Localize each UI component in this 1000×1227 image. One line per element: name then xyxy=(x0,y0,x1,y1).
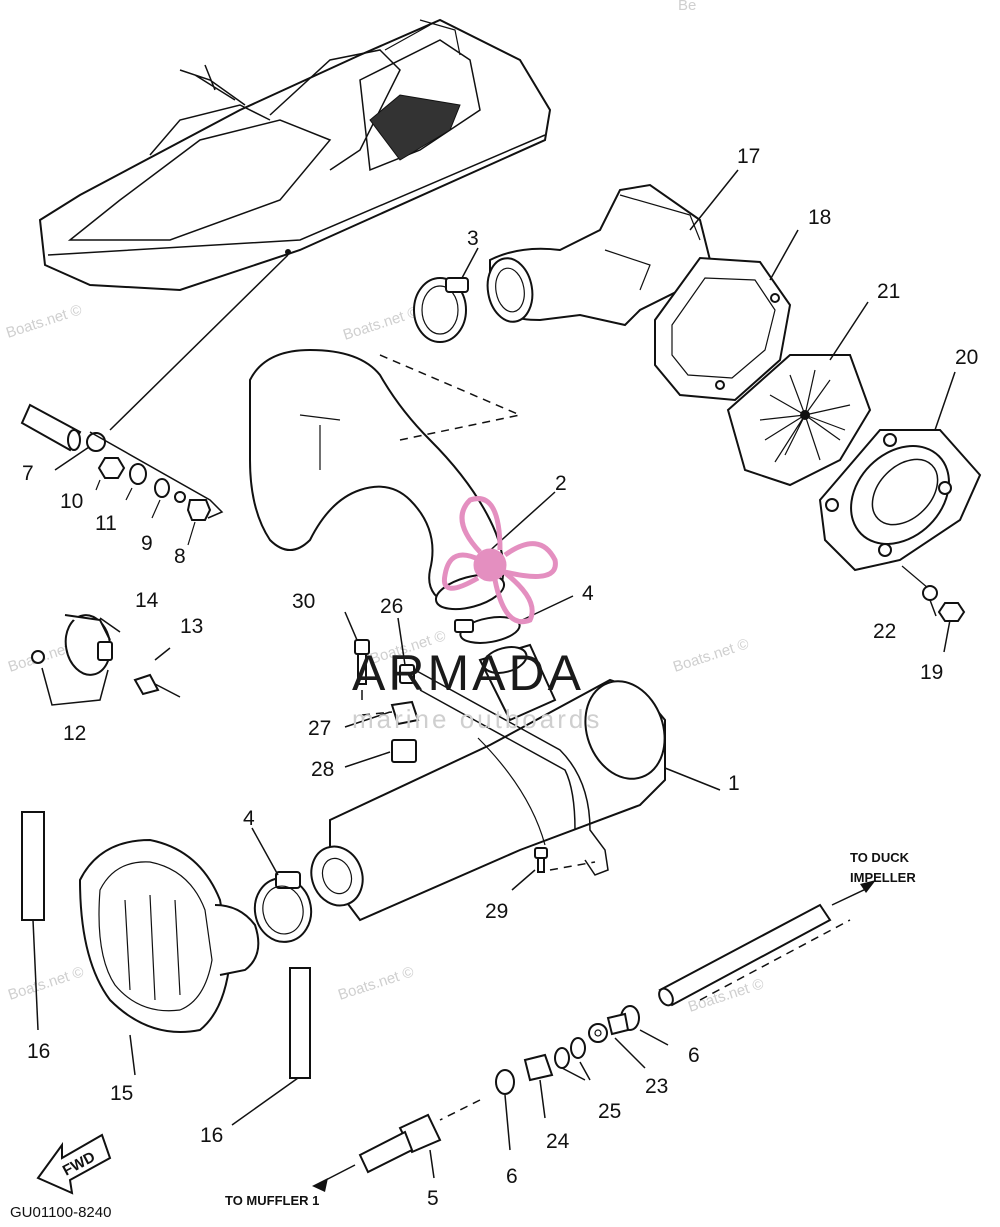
callout-20: 20 xyxy=(955,346,978,369)
callout-11: 11 xyxy=(95,512,117,535)
watermark-top: Be xyxy=(678,0,696,14)
fwd-arrow-icon: FWD xyxy=(36,1133,112,1195)
callout-22: 22 xyxy=(873,620,896,643)
callout-16: 16 xyxy=(200,1124,223,1147)
note-to-duck-line2: IMPELLER xyxy=(850,870,916,885)
callout-25: 25 xyxy=(598,1100,621,1123)
callout-2: 2 xyxy=(555,472,567,495)
watermark: Boats.net © xyxy=(6,963,86,1003)
muffler-1 xyxy=(310,643,721,922)
callout-5: 5 xyxy=(427,1187,439,1210)
callout-15: 15 xyxy=(110,1082,133,1105)
callout-18: 18 xyxy=(808,206,831,229)
callout-1: 1 xyxy=(728,772,740,795)
callout-9: 9 xyxy=(141,532,153,555)
bracket-hardware xyxy=(354,639,420,763)
brand-logo: ARMADA marine outboards xyxy=(352,496,602,734)
rubber-boot-15 xyxy=(78,838,260,1076)
watermark: Boats.net © xyxy=(336,963,416,1003)
callout-10: 10 xyxy=(60,490,83,513)
hose-clamp-4-upper xyxy=(454,616,521,644)
brand-name: ARMADA xyxy=(352,645,584,701)
gasket-18 xyxy=(654,256,792,402)
callout-6: 6 xyxy=(506,1165,518,1188)
note-to-muffler: TO MUFFLER 1 xyxy=(225,1193,319,1208)
mount-point-icon xyxy=(285,249,291,255)
callout-29: 29 xyxy=(485,900,508,923)
callout-21: 21 xyxy=(877,280,900,303)
nut-19 xyxy=(937,602,966,622)
watermark: Boats.net © xyxy=(341,303,421,343)
callout-labels: 1 2 3 4 4 5 6 6 7 8 9 10 11 12 13 14 15 … xyxy=(22,145,978,1210)
propeller-logo-icon xyxy=(441,496,558,624)
callout-19: 19 xyxy=(920,661,943,684)
clamp-set-12-14 xyxy=(31,614,181,706)
exhaust-tube-2 xyxy=(249,348,521,611)
callout-30: 30 xyxy=(292,590,315,613)
bolt-29 xyxy=(511,847,596,891)
callout-28: 28 xyxy=(311,758,334,781)
callout-26: 26 xyxy=(380,595,403,618)
note-to-duck-line1: TO DUCK xyxy=(850,850,910,865)
brand-tagline: marine outboards xyxy=(352,704,602,734)
callout-27: 27 xyxy=(308,717,331,740)
watermark: Boats.net © xyxy=(671,635,751,675)
washer-22 xyxy=(922,585,938,601)
callout-16: 16 xyxy=(27,1040,50,1063)
diagram-code: GU01100-8240 xyxy=(10,1204,111,1221)
leader-lines xyxy=(251,169,956,876)
plate-21 xyxy=(726,354,872,487)
callout-23: 23 xyxy=(645,1075,668,1098)
callout-24: 24 xyxy=(546,1130,570,1153)
callout-3: 3 xyxy=(467,227,479,250)
callout-13: 13 xyxy=(180,615,203,638)
watermark: Boats.net © xyxy=(4,301,84,341)
callout-6: 6 xyxy=(688,1044,700,1067)
callout-7: 7 xyxy=(22,462,34,485)
exhaust-elbow-17 xyxy=(486,183,712,346)
bypass-hose xyxy=(312,880,876,1192)
pad-16-left xyxy=(21,811,45,921)
hose-and-fittings xyxy=(20,403,224,546)
nozzle-20 xyxy=(818,429,982,589)
callout-17: 17 xyxy=(737,145,760,168)
callout-12: 12 xyxy=(63,722,86,745)
hose-clamp-4-lower xyxy=(253,871,313,943)
callout-4: 4 xyxy=(243,807,255,830)
hose-clamp-3 xyxy=(413,277,469,343)
pad-16-right xyxy=(289,967,311,1079)
callout-14: 14 xyxy=(135,589,159,612)
callout-8: 8 xyxy=(174,545,186,568)
watercraft-illustration xyxy=(38,18,552,431)
callout-4: 4 xyxy=(582,582,594,605)
